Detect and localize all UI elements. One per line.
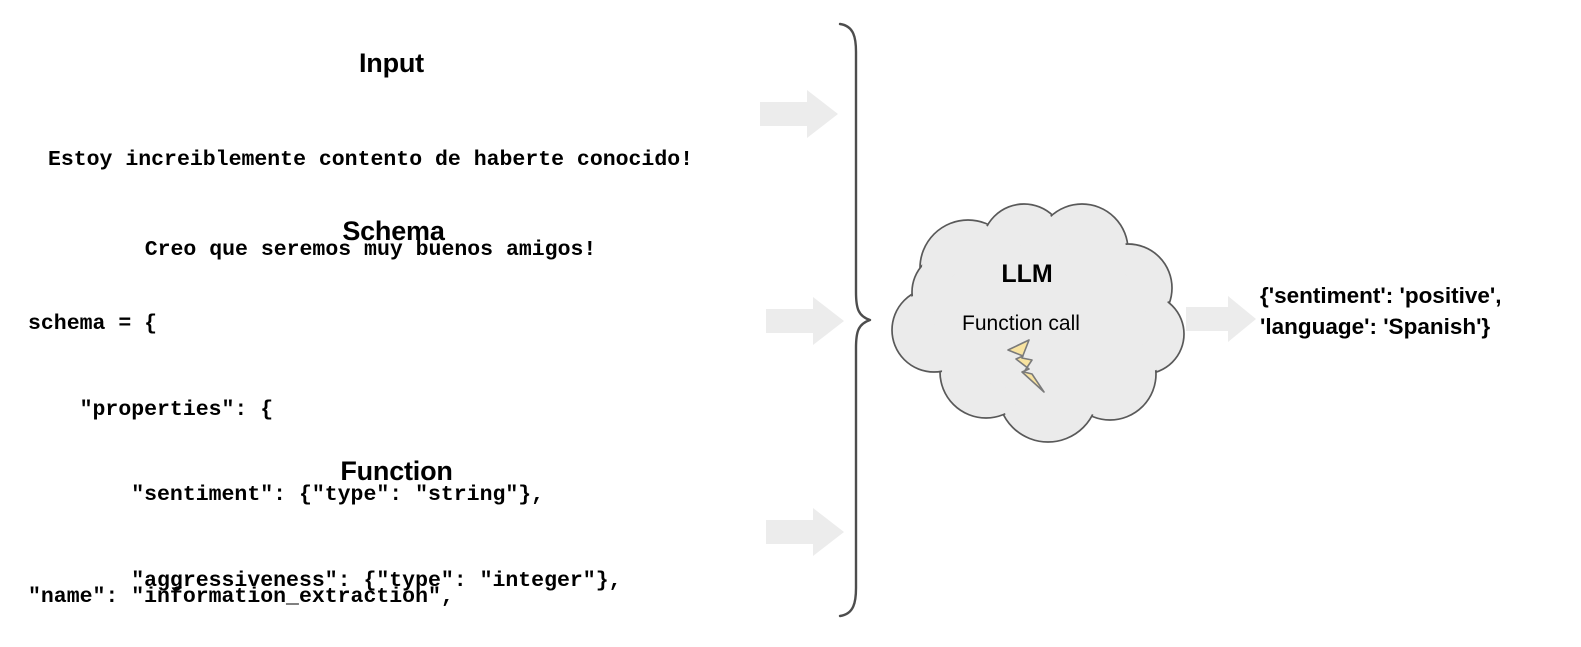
schema-line: "aggressiveness": {"type": "integer"}, — [28, 568, 622, 593]
function-arrow-icon — [766, 506, 846, 563]
function-code: "name": "information_extraction", "descr… — [28, 495, 775, 647]
input-arrow-icon — [760, 88, 840, 145]
input-line: Estoy increiblemente contento de haberte… — [47, 148, 694, 172]
schema-line: schema = { — [28, 312, 158, 336]
input-line: Creo que seremos muy buenos amigos! — [144, 238, 597, 262]
input-block: Input Estoy increiblemente contento de h… — [0, 48, 775, 325]
cloud-shape-icon — [891, 203, 1185, 443]
function-heading: Function — [340, 456, 453, 486]
grouping-brace — [828, 20, 874, 625]
output-arrow-icon — [1186, 294, 1258, 349]
schema-code: schema = { "properties": { "sentiment": … — [28, 253, 775, 647]
schema-heading: Schema — [342, 216, 445, 246]
output-text: {'sentiment': 'positive', 'language': 'S… — [1260, 283, 1502, 339]
llm-cloud: LLM Function call — [872, 196, 1192, 451]
function-block: Function "name": "information_extraction… — [0, 456, 775, 647]
schema-line: "properties": { — [28, 397, 274, 422]
lightning-bolt-icon — [1007, 339, 1045, 393]
schema-arrow-icon — [766, 295, 846, 352]
input-text: Estoy increiblemente contento de haberte… — [0, 85, 775, 325]
schema-block: Schema schema = { "properties": { "senti… — [0, 216, 775, 647]
input-heading: Input — [359, 48, 424, 78]
cloud-subtitle: Function call — [962, 312, 1080, 335]
cloud-title: LLM — [1001, 260, 1053, 288]
function-line: "name": "information_extraction", — [28, 585, 454, 609]
schema-line: "sentiment": {"type": "string"}, — [28, 483, 545, 507]
